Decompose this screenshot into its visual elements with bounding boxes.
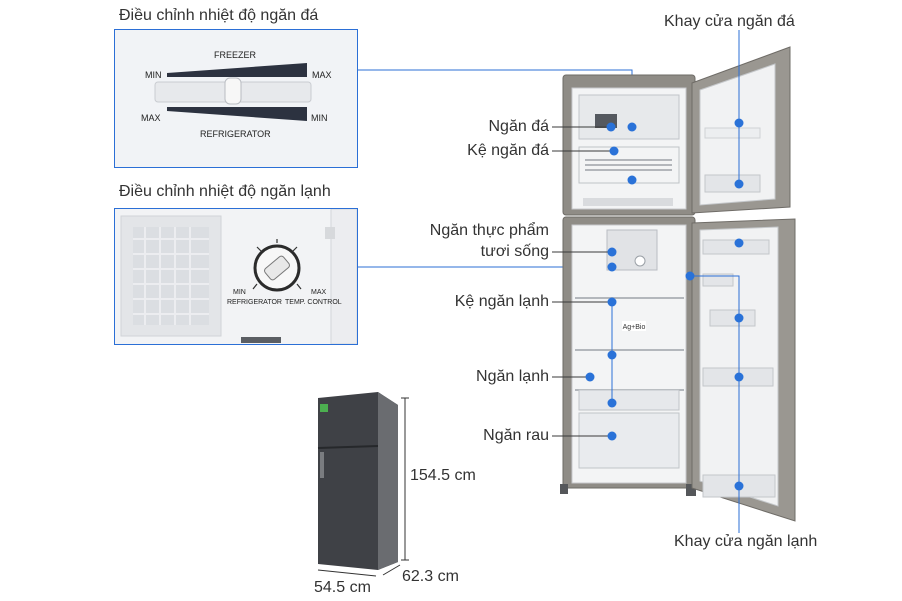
ag-bio-badge: Ag+Bio (623, 324, 646, 331)
fridge-scale-wedge (167, 107, 307, 121)
dial-temp-control-label: TEMP. CONTROL (285, 299, 342, 306)
freezer-control-panel: FREEZER MIN MAX MAX MIN REFRIGERATOR (114, 29, 358, 168)
label-ngan-thuc-pham-1: Ngăn thực phẩm (429, 222, 549, 239)
freezer-max-label: MAX (312, 70, 332, 80)
dial-min-label: MIN (233, 289, 246, 296)
dimension-width: 54.5 cm (314, 579, 371, 596)
refrigerator-label: REFRIGERATOR (200, 129, 271, 139)
fridge-min-label: MIN (311, 113, 328, 123)
label-ke-ngan-lanh: Kệ ngăn lạnh (454, 293, 549, 310)
fridge-dial-graphic (115, 208, 358, 345)
label-khay-cua-ngan-da: Khay cửa ngăn đá (664, 13, 795, 30)
fridge-max-label: MAX (141, 113, 161, 123)
freezer-min-label: MIN (145, 70, 162, 80)
vegetable-drawer (578, 412, 680, 469)
fridge-control-panel: MIN MAX REFRIGERATOR TEMP. CONTROL (114, 208, 358, 345)
label-ke-ngan-da: Kệ ngăn đá (467, 142, 549, 159)
dimension-depth: 62.3 cm (402, 568, 459, 585)
freezer-door-tray (704, 174, 761, 193)
dimension-height: 154.5 cm (410, 467, 476, 484)
light-diffuser (133, 227, 209, 325)
label-ngan-thuc-pham-2: tươi sống (480, 243, 549, 260)
freezer-scale-wedge (167, 63, 307, 77)
fridge-door-tray-2 (709, 309, 756, 327)
label-ngan-da: Ngăn đá (488, 118, 550, 135)
dial-refrigerator-label: REFRIGERATOR (227, 299, 282, 306)
freezer-control-title: Điều chỉnh nhiệt độ ngăn đá (119, 7, 319, 24)
label-ngan-rau: Ngăn rau (483, 427, 549, 444)
label-khay-cua-ngan-lanh: Khay cửa ngăn lạnh (674, 533, 818, 550)
slider-knob (224, 77, 242, 105)
freezer-label: FREEZER (214, 50, 257, 60)
fridge-control-title: Điều chỉnh nhiệt độ ngăn lạnh (119, 183, 331, 200)
label-ngan-lanh: Ngăn lạnh (476, 368, 549, 385)
freezer-slider-graphic (115, 30, 357, 167)
dial-max-label: MAX (311, 289, 327, 296)
